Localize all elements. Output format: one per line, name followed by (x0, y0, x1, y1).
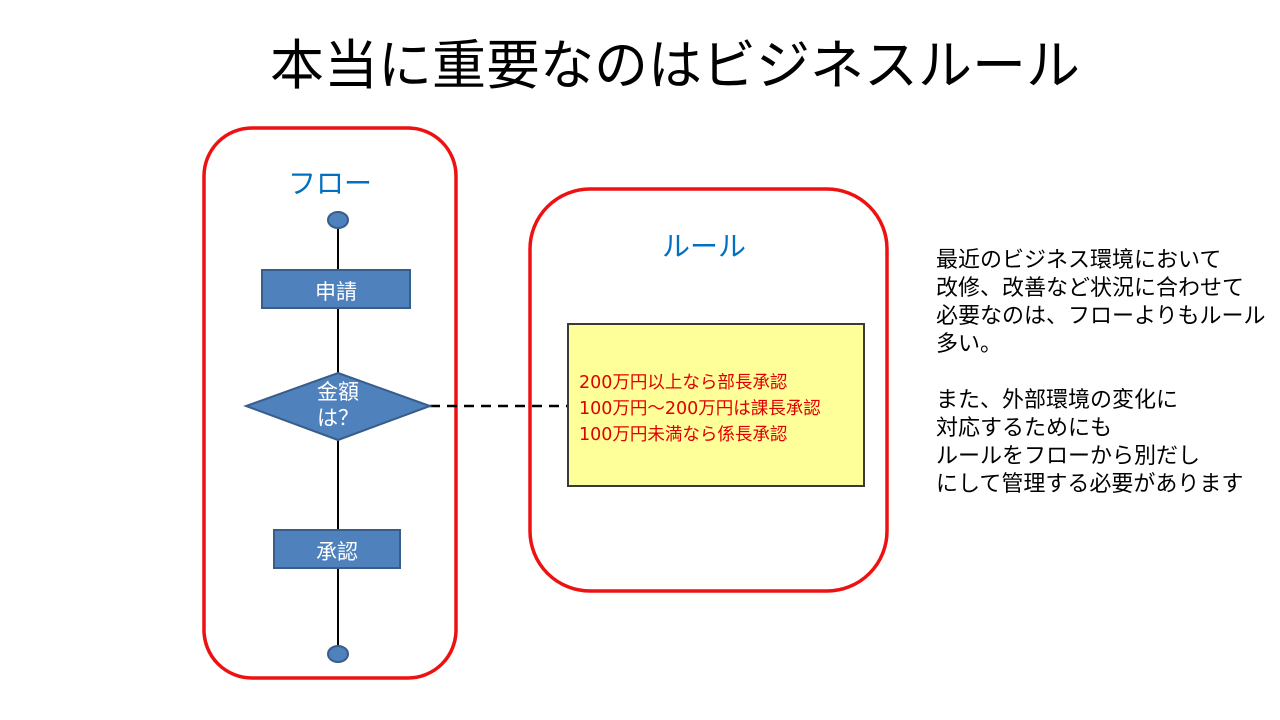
rule-lines: 200万円以上なら部長承認 100万円～200万円は課長承認 100万円未満なら… (579, 370, 821, 448)
decision-node-label-line2: は？ (317, 406, 359, 430)
end-node (327, 645, 349, 663)
rule-line: 100万円未満なら係長承認 (579, 425, 788, 445)
apply-node (261, 269, 411, 309)
explanation-line: 必要なのは、フローよりもルール (936, 304, 1266, 329)
explanation-line: 最近のビジネス環境において (936, 248, 1222, 273)
explanation-line: また、外部環境の変化に (936, 388, 1179, 413)
apply-node-label: 申請 (315, 280, 357, 304)
explanation-line: にして管理する必要があります (936, 472, 1244, 497)
flow-label: フロー (288, 167, 373, 200)
explanation-text: 最近のビジネス環境において 改修、改善など状況に合わせて 必要なのは、フローより… (936, 247, 1280, 499)
rule-note: 200万円以上なら部長承認 100万円～200万円は課長承認 100万円未満なら… (567, 323, 865, 487)
explanation-line: 対応するためにも (936, 416, 1113, 441)
flow-container (202, 126, 458, 680)
rule-container (528, 187, 889, 593)
rule-line: 200万円以上なら部長承認 (579, 373, 788, 393)
explanation-line: 改修、改善など状況に合わせて (936, 276, 1245, 301)
start-node (327, 211, 349, 229)
rule-line: 100万円～200万円は課長承認 (579, 399, 821, 419)
explanation-line: 多い。 (936, 332, 1003, 357)
approve-node-label: 承認 (316, 540, 358, 564)
decision-node (243, 371, 433, 442)
rule-label: ルール (662, 230, 747, 263)
approve-node (273, 529, 401, 569)
paragraph-gap (936, 359, 1280, 387)
decision-node-label-line1: 金額 (317, 380, 359, 404)
slide-title: 本当に重要なのはビジネスルール (270, 34, 1080, 97)
explanation-line: ルールをフローから別だし (936, 444, 1201, 469)
